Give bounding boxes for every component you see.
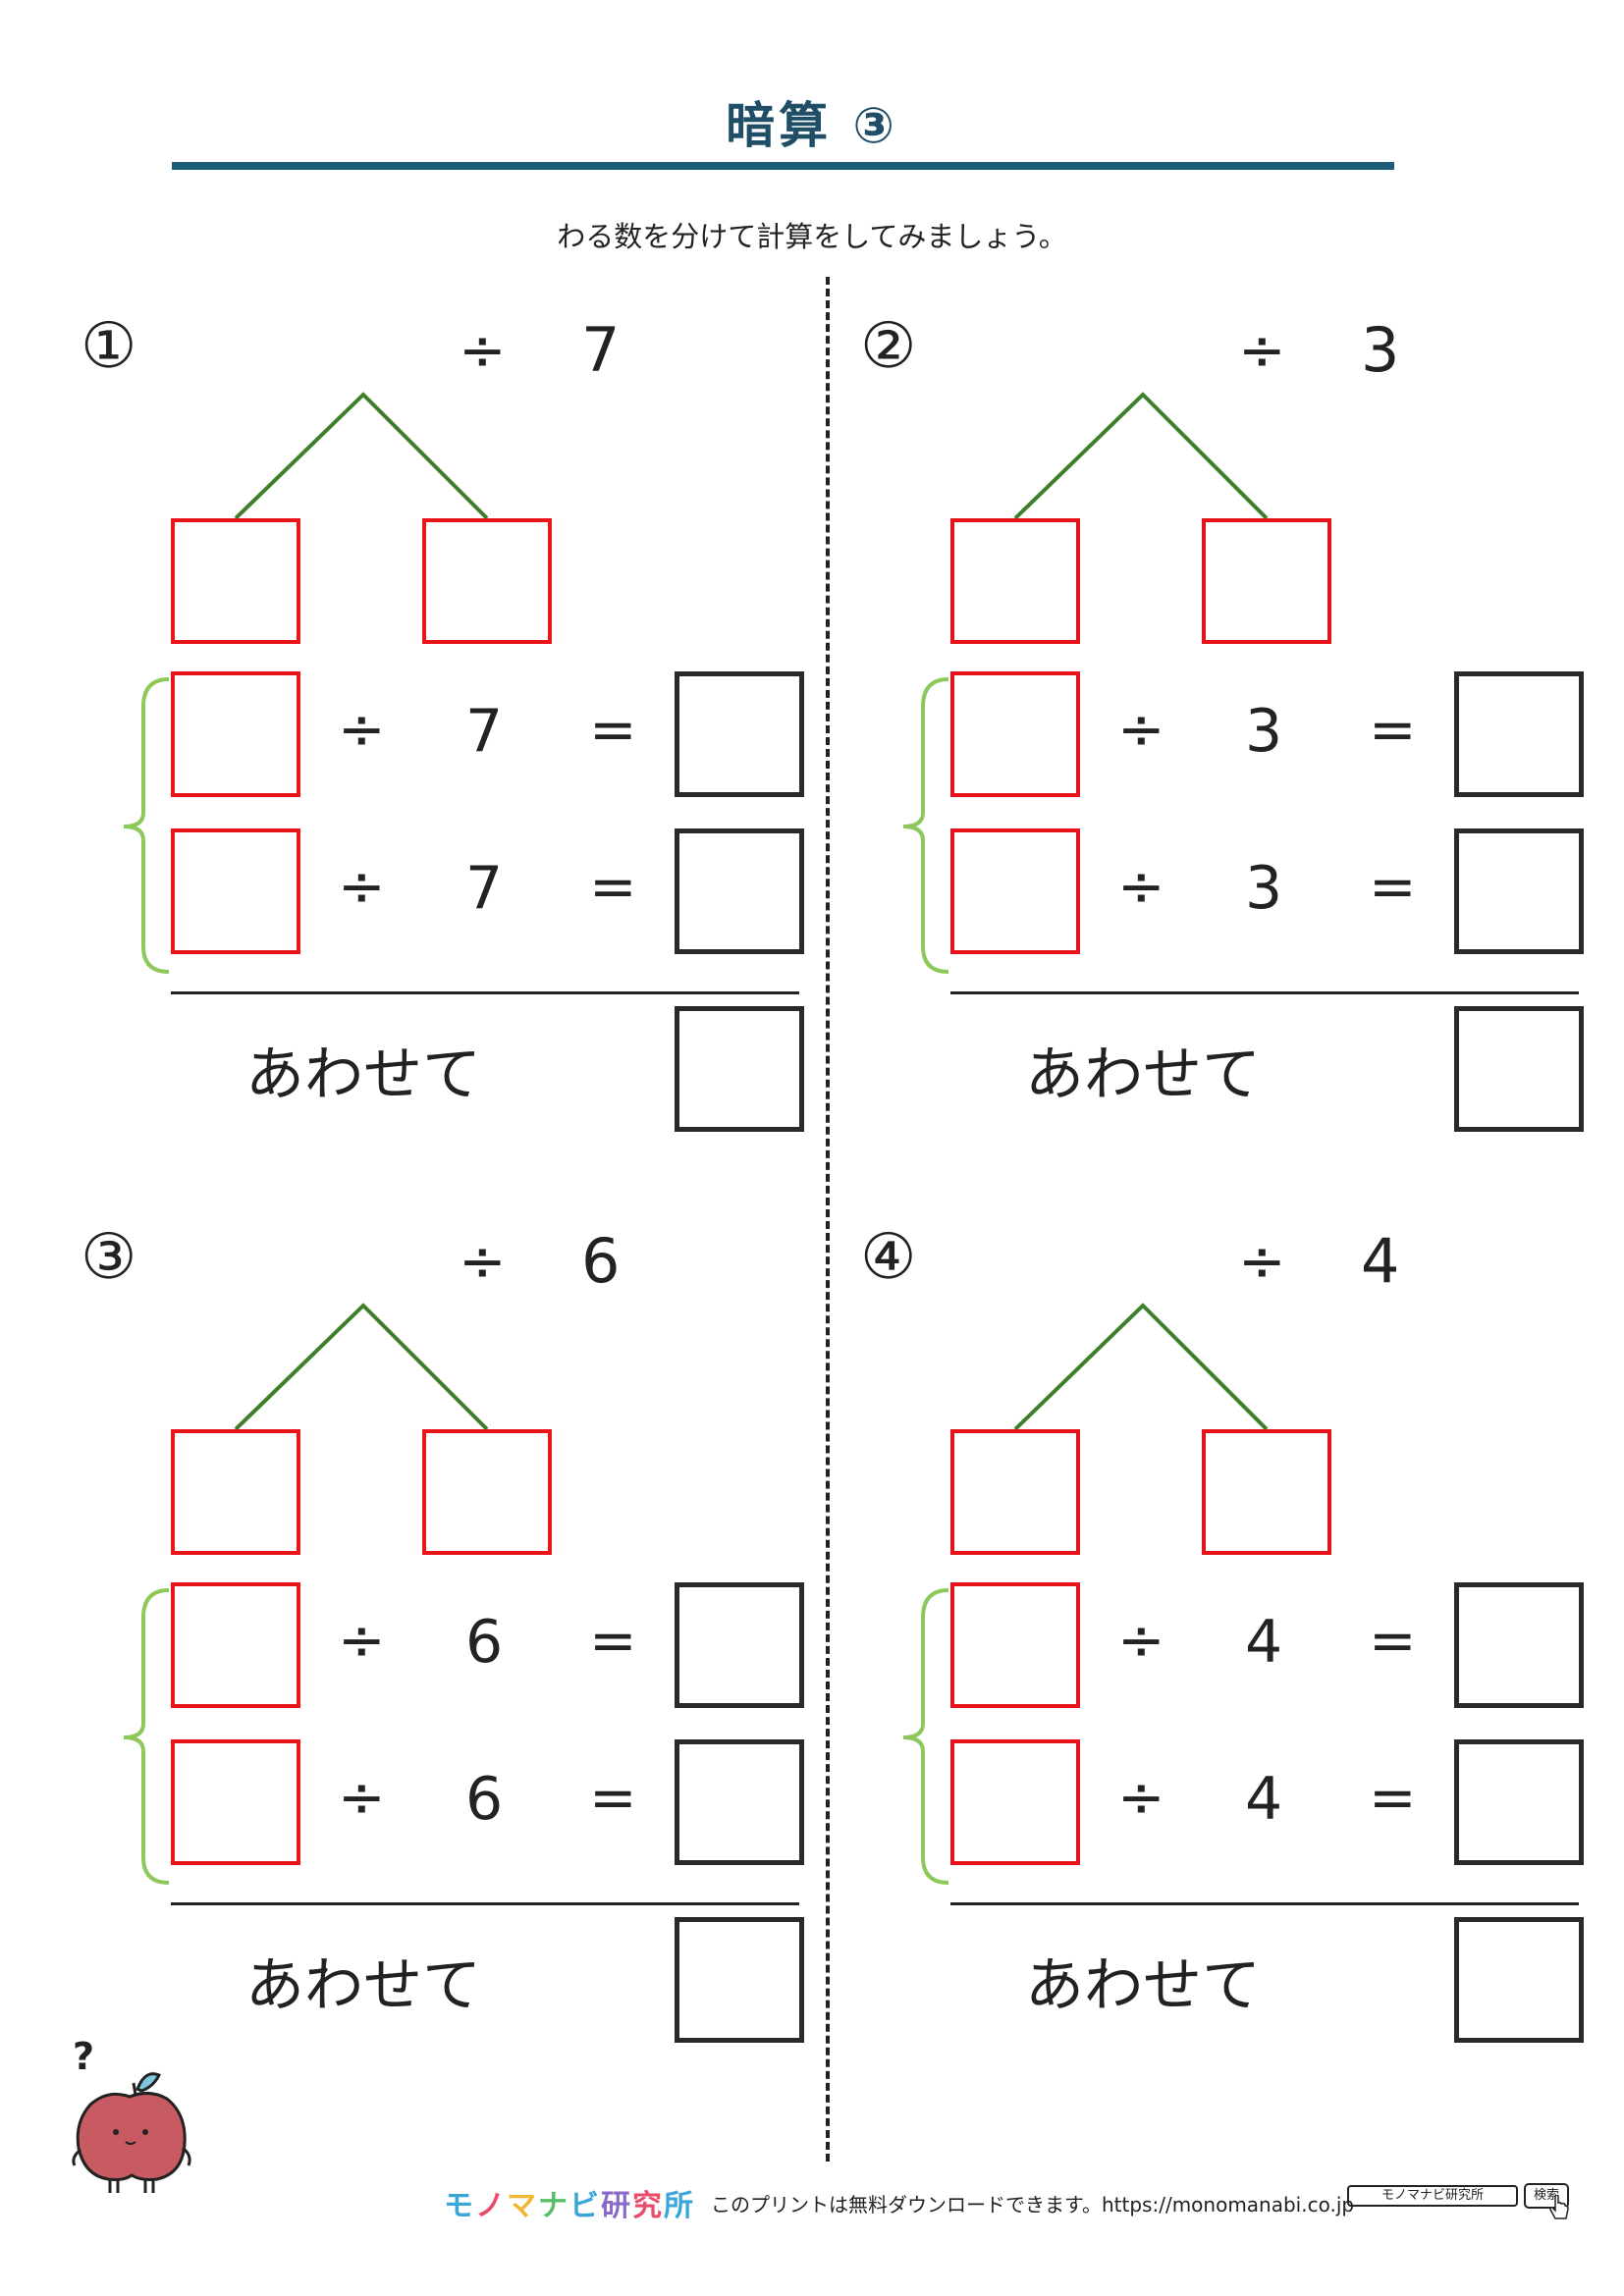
dividend-box-2[interactable] <box>950 1739 1080 1865</box>
brand-char: ナ <box>538 2189 569 2223</box>
header-divisor: 4 <box>1361 1225 1400 1297</box>
total-label: あわせて <box>1025 1951 1261 2020</box>
answer-box-1[interactable] <box>1454 1582 1584 1708</box>
divide-sign: ÷ <box>1117 696 1165 763</box>
split-tree-lines <box>123 392 489 974</box>
dividend-box-1[interactable] <box>171 671 300 797</box>
brand-char: 所 <box>664 2189 695 2223</box>
total-answer-box[interactable] <box>675 1006 804 1132</box>
split-box-right[interactable] <box>1202 518 1331 644</box>
title-underline <box>172 162 1394 170</box>
divide-sign: ÷ <box>1117 1764 1165 1831</box>
split-box-right[interactable] <box>1202 1429 1331 1555</box>
divisor: 4 <box>1245 1608 1283 1677</box>
divisor: 3 <box>1245 854 1283 923</box>
equals-sign: = <box>589 853 637 920</box>
sum-line <box>171 991 799 994</box>
divisor: 6 <box>465 1608 504 1677</box>
split-tree-lines <box>902 392 1269 974</box>
equals-sign: = <box>1369 1607 1417 1674</box>
total-label: あわせて <box>1025 1041 1261 1109</box>
split-box-left[interactable] <box>950 1429 1080 1555</box>
brand-logo: モノマナビ研究所 <box>444 2181 695 2224</box>
split-box-right[interactable] <box>422 1429 552 1555</box>
header-divide-sign: ÷ <box>1238 317 1286 384</box>
brand-char: ビ <box>569 2189 601 2223</box>
total-label: あわせて <box>245 1041 481 1109</box>
dividend-box-2[interactable] <box>950 828 1080 954</box>
split-box-right[interactable] <box>422 518 552 644</box>
divisor: 7 <box>465 697 504 766</box>
header-divisor: 6 <box>581 1225 621 1297</box>
dividend-box-2[interactable] <box>171 1739 300 1865</box>
problem-number: ① <box>81 310 137 383</box>
equals-sign: = <box>1369 696 1417 763</box>
answer-box-2[interactable] <box>1454 828 1584 954</box>
equals-sign: = <box>589 1607 637 1674</box>
brand-char: モ <box>444 2189 475 2223</box>
divisor: 4 <box>1245 1765 1283 1834</box>
split-box-left[interactable] <box>950 518 1080 644</box>
total-answer-box[interactable] <box>675 1917 804 2043</box>
divide-sign: ÷ <box>338 1764 386 1831</box>
equals-sign: = <box>589 696 637 763</box>
sum-line <box>950 991 1579 994</box>
header-divide-sign: ÷ <box>1238 1228 1286 1295</box>
footer-text: このプリントは無料ダウンロードできます。https://monomanabi.c… <box>711 2193 1355 2216</box>
dashed-divider <box>826 277 830 2162</box>
total-answer-box[interactable] <box>1454 1917 1584 2043</box>
problem-4: ④ ÷ 4 ÷ 4 = ÷ 4 = あわせて <box>860 1205 1624 2069</box>
dividend-box-2[interactable] <box>171 828 300 954</box>
dividend-box-1[interactable] <box>950 671 1080 797</box>
dividend-box-1[interactable] <box>950 1582 1080 1708</box>
header-divide-sign: ÷ <box>459 1228 507 1295</box>
total-label: あわせて <box>245 1951 481 2020</box>
answer-box-2[interactable] <box>1454 1739 1584 1865</box>
equals-sign: = <box>1369 1764 1417 1831</box>
divisor: 6 <box>465 1765 504 1834</box>
search-button[interactable]: 検索 <box>1524 2183 1569 2209</box>
problem-number: ③ <box>81 1221 137 1294</box>
equals-sign: = <box>589 1764 637 1831</box>
divide-sign: ÷ <box>338 853 386 920</box>
divisor: 7 <box>465 854 504 923</box>
equals-sign: = <box>1369 853 1417 920</box>
answer-box-1[interactable] <box>675 671 804 797</box>
problem-1: ① ÷ 7 ÷ 7 = ÷ 7 = あわせて <box>81 294 846 1158</box>
split-box-left[interactable] <box>171 1429 300 1555</box>
divide-sign: ÷ <box>338 1607 386 1674</box>
split-box-left[interactable] <box>171 518 300 644</box>
split-tree-lines <box>902 1303 1269 1885</box>
problem-number: ② <box>860 310 917 383</box>
brand-char: 研 <box>601 2189 632 2223</box>
divisor: 3 <box>1245 697 1283 766</box>
brand-char: 究 <box>632 2189 664 2223</box>
brand-char: マ <box>507 2189 538 2223</box>
search-box[interactable]: モノマナビ研究所 <box>1347 2185 1518 2207</box>
divide-sign: ÷ <box>1117 1607 1165 1674</box>
dividend-box-1[interactable] <box>171 1582 300 1708</box>
sum-line <box>950 1902 1579 1905</box>
header-divisor: 3 <box>1361 314 1400 386</box>
brand-char: ノ <box>475 2189 507 2223</box>
answer-box-2[interactable] <box>675 828 804 954</box>
problem-number: ④ <box>860 1221 917 1294</box>
header-divide-sign: ÷ <box>459 317 507 384</box>
divide-sign: ÷ <box>338 696 386 763</box>
divide-sign: ÷ <box>1117 853 1165 920</box>
header-divisor: 7 <box>581 314 621 386</box>
total-answer-box[interactable] <box>1454 1006 1584 1132</box>
svg-text:?: ? <box>73 2035 94 2078</box>
answer-box-1[interactable] <box>675 1582 804 1708</box>
problem-2: ② ÷ 3 ÷ 3 = ÷ 3 = あわせて <box>860 294 1624 1158</box>
problem-3: ③ ÷ 6 ÷ 6 = ÷ 6 = あわせて <box>81 1205 846 2069</box>
instruction-text: わる数を分けて計算をしてみましょう。 <box>557 220 1067 253</box>
split-tree-lines <box>123 1303 489 1885</box>
answer-box-2[interactable] <box>675 1739 804 1865</box>
pointer-hand-icon <box>1549 2195 1569 2219</box>
sum-line <box>171 1902 799 1905</box>
apple-mascot-icon: ? <box>72 2035 191 2193</box>
page-title: 暗算 ③ <box>726 97 898 154</box>
answer-box-1[interactable] <box>1454 671 1584 797</box>
